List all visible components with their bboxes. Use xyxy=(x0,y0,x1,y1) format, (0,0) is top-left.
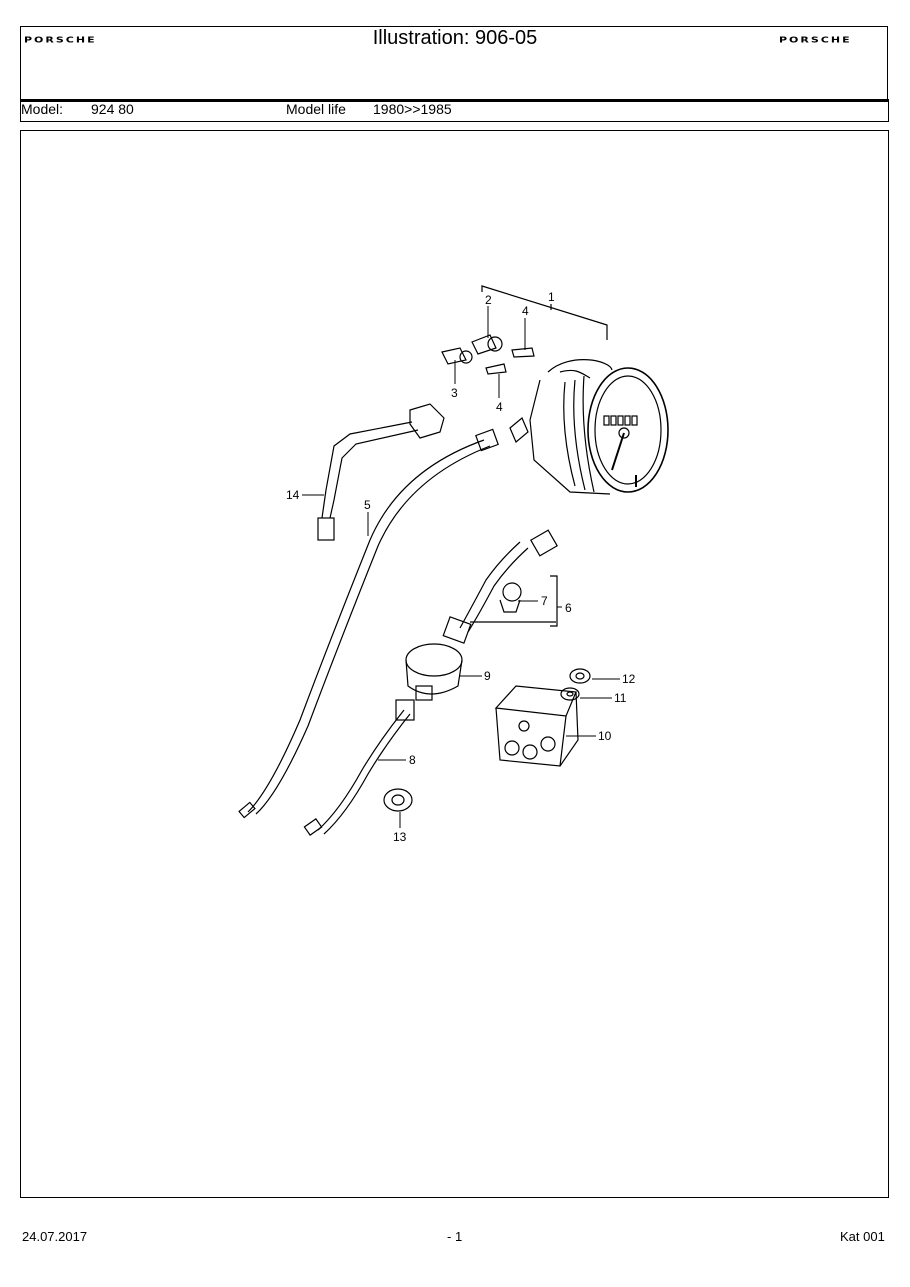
transmitter-unit xyxy=(405,643,463,701)
footer-catalog: Kat 001 xyxy=(840,1229,885,1244)
footer-date: 24.07.2017 xyxy=(22,1229,88,1244)
page-title: Illustration: 906-05 xyxy=(372,27,538,49)
header-rule xyxy=(20,99,889,102)
angle-drive xyxy=(442,529,558,644)
callout-14: 14 xyxy=(286,488,300,502)
callout-3: 3 xyxy=(451,386,458,400)
bracket-item-1 xyxy=(481,285,608,340)
callout-8: 8 xyxy=(409,753,416,767)
callout-4b: 4 xyxy=(496,400,503,414)
callout-7: 7 xyxy=(541,594,548,608)
callout-6: 6 xyxy=(565,601,572,615)
callout-10: 10 xyxy=(598,729,612,743)
model-life-value: 1980>>1985 xyxy=(373,101,452,117)
callout-2: 2 xyxy=(485,293,492,307)
porsche-logo-right: PORSCHE xyxy=(779,35,852,45)
callout-12: 12 xyxy=(622,672,636,686)
washers xyxy=(560,668,591,701)
drive-cable xyxy=(303,699,415,836)
callout-1: 1 xyxy=(548,290,555,304)
callout-5: 5 xyxy=(364,498,371,512)
model-label: Model: xyxy=(21,101,64,117)
model-row xyxy=(20,100,889,122)
speedometer-cable xyxy=(238,428,499,819)
leader-lines xyxy=(302,306,620,828)
callout-9: 9 xyxy=(484,669,491,683)
callout-4a: 4 xyxy=(522,304,529,318)
callout-11: 11 xyxy=(614,691,627,705)
speedometer-gauge xyxy=(509,359,669,495)
callout-13: 13 xyxy=(393,830,407,844)
footer-page-number: - 1 xyxy=(447,1229,463,1244)
model-life-label: Model life xyxy=(286,101,346,117)
grommet xyxy=(383,788,413,812)
illustration-frame xyxy=(20,130,889,1198)
porsche-logo-left: PORSCHE xyxy=(24,35,97,45)
bulb-holders xyxy=(441,334,535,375)
control-unit xyxy=(494,685,579,767)
connector-harness xyxy=(317,403,445,541)
model-value: 924 80 xyxy=(91,101,134,117)
